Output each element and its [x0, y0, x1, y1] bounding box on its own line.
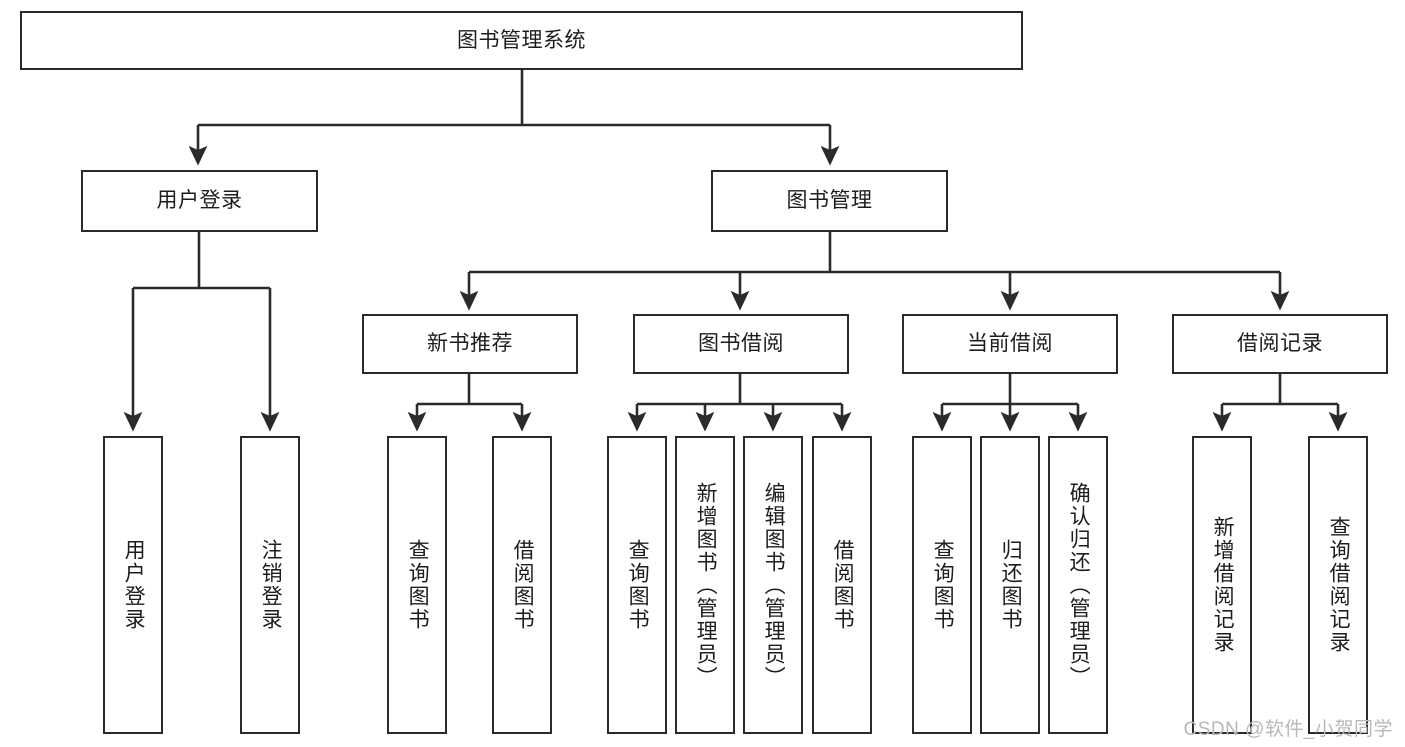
node-borrow-record-label: 借阅记录 — [1237, 332, 1323, 356]
node-borrow-record[interactable]: 借阅记录 — [1172, 314, 1388, 374]
node-leaf-query-book-1[interactable]: 查询图书 — [387, 436, 447, 734]
node-leaf-edit-book[interactable]: 编辑图书（管理员） — [743, 436, 803, 734]
node-leaf-query-record[interactable]: 查询借阅记录 — [1308, 436, 1368, 734]
node-root[interactable]: 图书管理系统 — [20, 11, 1023, 70]
node-leaf-add-book-label: 新增图书（管理员） — [694, 481, 718, 689]
node-leaf-borrow-book-1-label: 借阅图书 — [511, 539, 535, 631]
node-leaf-query-book-2-label: 查询图书 — [626, 539, 650, 631]
node-new-book-recommend-label: 新书推荐 — [427, 332, 513, 356]
node-leaf-add-record[interactable]: 新增借阅记录 — [1192, 436, 1252, 734]
node-leaf-return-book[interactable]: 归还图书 — [980, 436, 1040, 734]
node-book-borrow-label: 图书借阅 — [698, 332, 784, 356]
node-leaf-query-book-1-label: 查询图书 — [406, 539, 430, 631]
node-leaf-add-record-label: 新增借阅记录 — [1211, 516, 1235, 654]
node-book-manage[interactable]: 图书管理 — [711, 170, 948, 232]
node-leaf-add-book[interactable]: 新增图书（管理员） — [675, 436, 735, 734]
node-leaf-confirm-return-label: 确认归还（管理员） — [1067, 481, 1091, 689]
node-leaf-borrow-book-2-label: 借阅图书 — [831, 539, 855, 631]
node-leaf-query-book-3-label: 查询图书 — [931, 539, 955, 631]
node-current-borrow-label: 当前借阅 — [967, 332, 1053, 356]
node-leaf-user-logout[interactable]: 注销登录 — [240, 436, 300, 734]
node-leaf-return-book-label: 归还图书 — [999, 539, 1023, 631]
node-user-login[interactable]: 用户登录 — [81, 170, 318, 232]
node-leaf-user-login[interactable]: 用户登录 — [103, 436, 163, 734]
node-user-login-label: 用户登录 — [156, 189, 243, 213]
node-leaf-user-logout-label: 注销登录 — [259, 539, 283, 631]
node-leaf-query-book-3[interactable]: 查询图书 — [912, 436, 972, 734]
node-leaf-borrow-book-2[interactable]: 借阅图书 — [812, 436, 872, 734]
node-leaf-borrow-book-1[interactable]: 借阅图书 — [492, 436, 552, 734]
node-book-manage-label: 图书管理 — [786, 189, 873, 213]
node-root-label: 图书管理系统 — [457, 28, 586, 52]
node-book-borrow[interactable]: 图书借阅 — [633, 314, 849, 374]
node-leaf-user-login-label: 用户登录 — [122, 539, 146, 631]
node-leaf-confirm-return[interactable]: 确认归还（管理员） — [1048, 436, 1108, 734]
node-new-book-recommend[interactable]: 新书推荐 — [362, 314, 578, 374]
node-leaf-query-record-label: 查询借阅记录 — [1327, 516, 1351, 654]
csdn-watermark: CSDN @软件_小贺同学 — [1183, 719, 1393, 740]
node-leaf-query-book-2[interactable]: 查询图书 — [607, 436, 667, 734]
node-current-borrow[interactable]: 当前借阅 — [902, 314, 1118, 374]
node-leaf-edit-book-label: 编辑图书（管理员） — [762, 481, 786, 689]
